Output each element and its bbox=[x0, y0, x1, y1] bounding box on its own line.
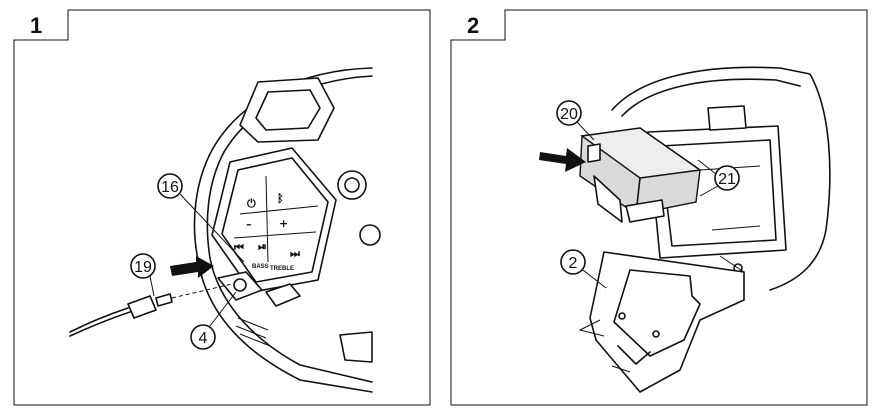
svg-text:2: 2 bbox=[569, 255, 578, 272]
side-knob bbox=[337, 170, 367, 200]
arrow-icon bbox=[170, 256, 214, 278]
aux-port[interactable] bbox=[233, 278, 247, 292]
previous-track-icon[interactable]: ⏮ bbox=[234, 241, 244, 254]
minus-icon[interactable]: – bbox=[246, 218, 252, 231]
panel-1: 1 ⏻ ᛒ – + ⏮ bbox=[13, 9, 431, 406]
panel-2-number: 2 bbox=[467, 13, 479, 38]
aux-port-cover[interactable] bbox=[217, 271, 263, 301]
plus-icon[interactable]: + bbox=[279, 217, 288, 230]
speaker-body bbox=[193, 67, 381, 393]
svg-text:4: 4 bbox=[199, 330, 208, 347]
battery-cover[interactable] bbox=[578, 251, 745, 393]
battery-pack[interactable] bbox=[579, 127, 702, 223]
next-track-icon[interactable]: ⏭ bbox=[290, 247, 300, 260]
insert-arrow-icon bbox=[539, 148, 586, 172]
callout-19: 19 bbox=[130, 253, 156, 297]
callout-16: 16 bbox=[157, 173, 245, 263]
usb-port-cover[interactable] bbox=[265, 283, 301, 307]
play-pause-icon[interactable]: ⏯ bbox=[258, 240, 267, 253]
bass-label: BASS bbox=[252, 264, 269, 270]
panel-2: 2 bbox=[450, 9, 868, 406]
svg-text:19: 19 bbox=[134, 259, 152, 276]
callout-21: 21 bbox=[697, 159, 740, 197]
aux-cable bbox=[69, 283, 233, 337]
svg-text:20: 20 bbox=[560, 106, 578, 123]
svg-text:21: 21 bbox=[718, 171, 736, 188]
control-panel: ⏻ ᛒ – + ⏮ ⏯ ⏭ BASS TREBLE bbox=[211, 147, 337, 307]
svg-text:16: 16 bbox=[161, 179, 179, 196]
aux-plug bbox=[127, 295, 157, 319]
panel-1-number: 1 bbox=[30, 13, 42, 38]
treble-label: TREBLE bbox=[270, 266, 294, 272]
callout-2: 2 bbox=[560, 249, 607, 289]
handle bbox=[239, 77, 335, 143]
callout-4: 4 bbox=[190, 291, 237, 350]
callout-20: 20 bbox=[556, 100, 595, 141]
power-icon[interactable]: ⏻ bbox=[247, 197, 256, 210]
bluetooth-icon[interactable]: ᛒ bbox=[277, 192, 284, 205]
